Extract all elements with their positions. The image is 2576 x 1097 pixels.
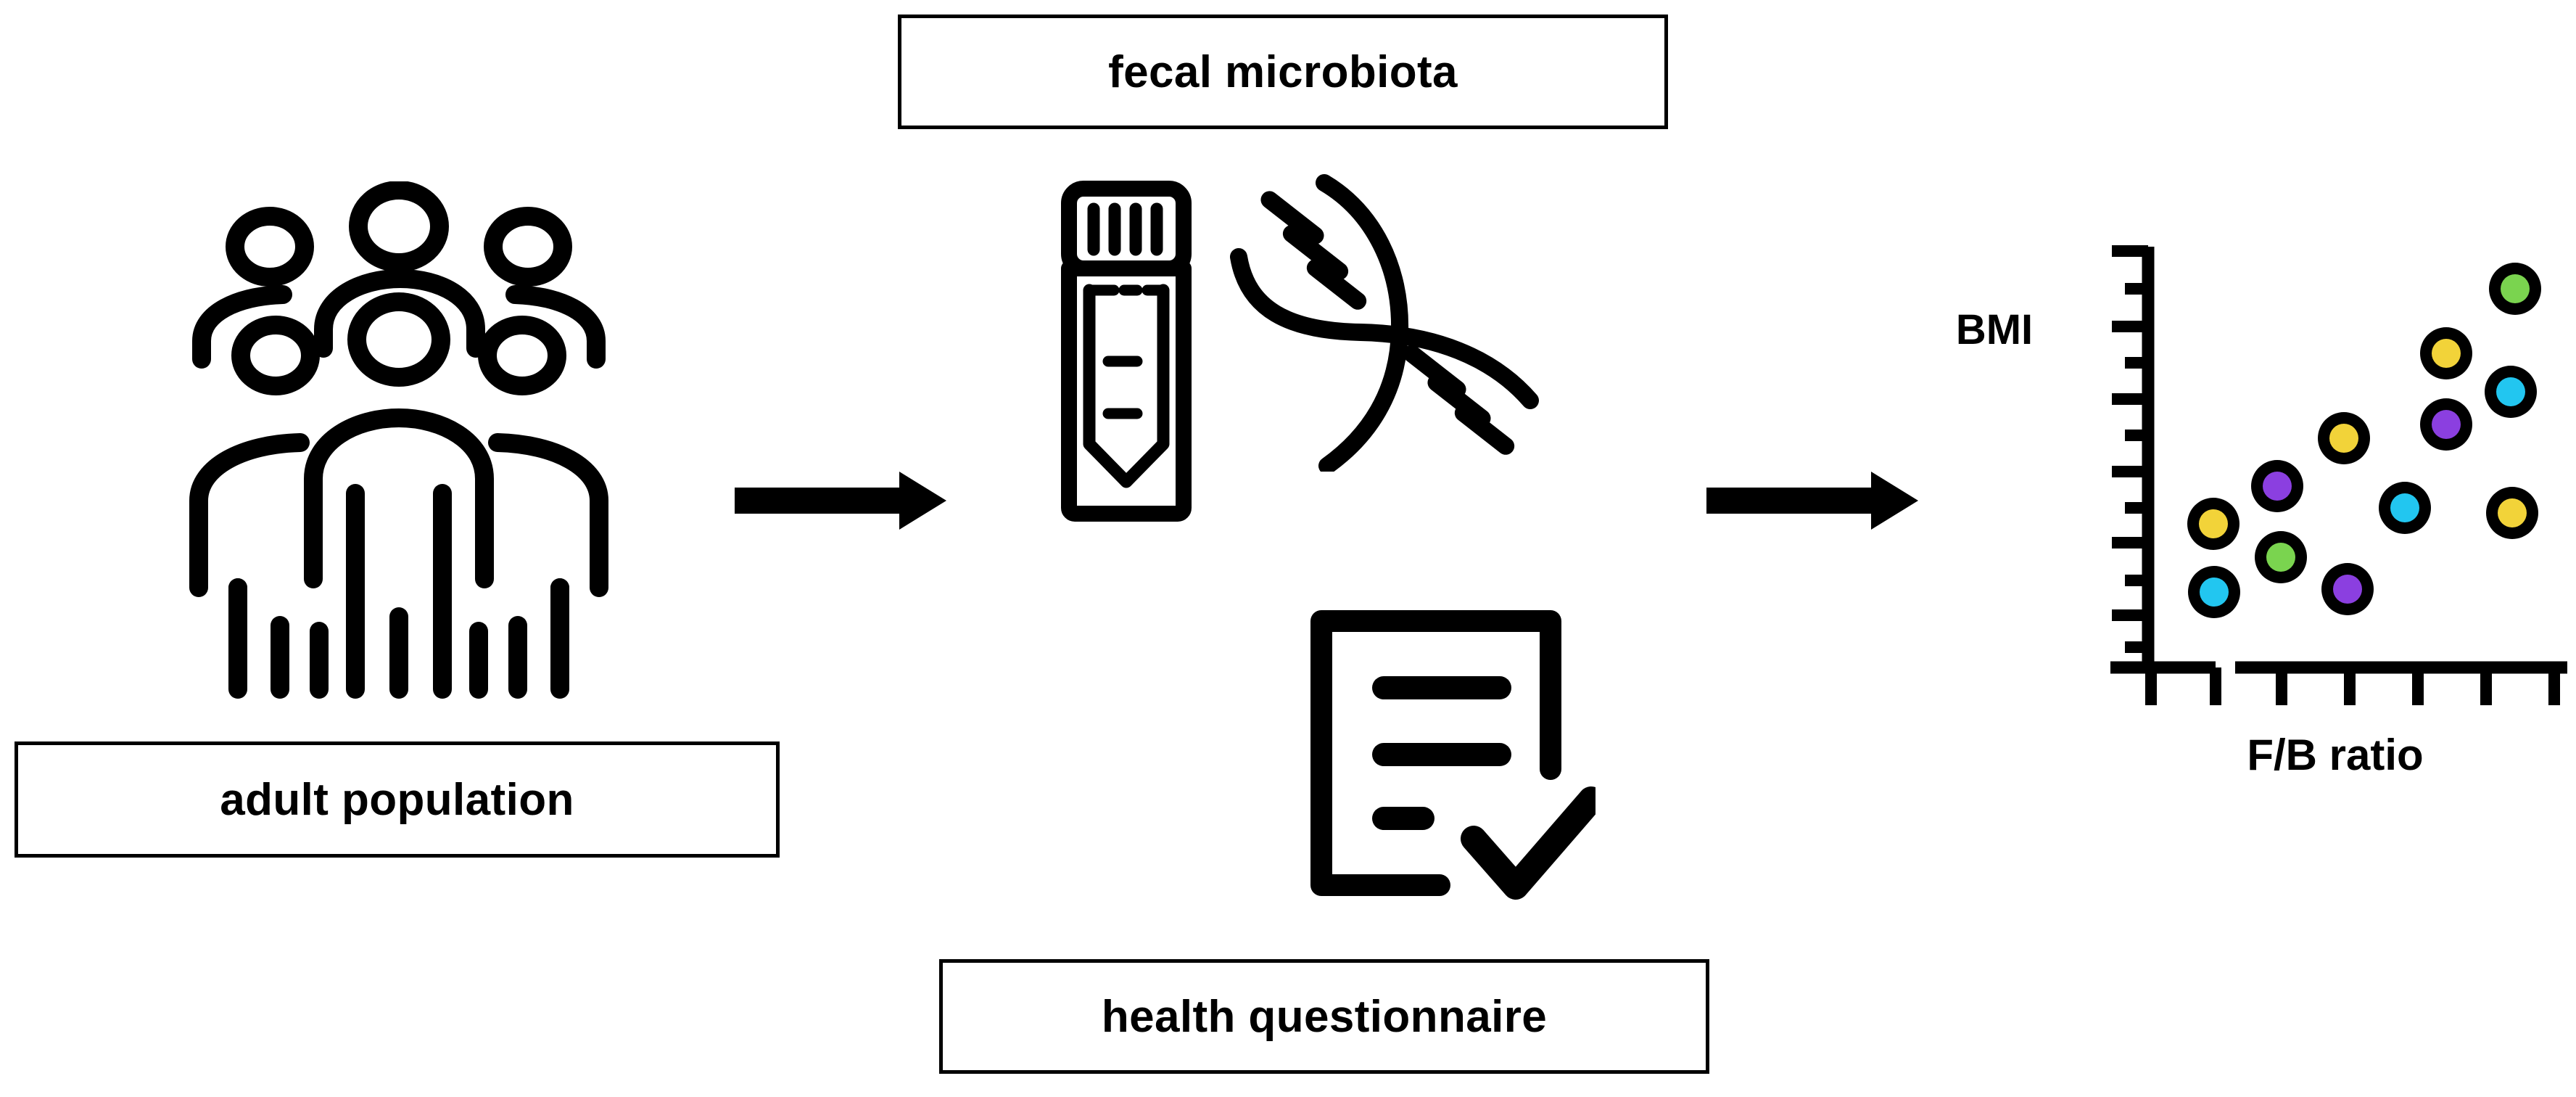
- scatter-point: [2255, 531, 2307, 583]
- scatter-point: [2321, 563, 2374, 615]
- scatter-point: [2485, 366, 2537, 418]
- label-fecal-microbiota-text: fecal microbiota: [1108, 46, 1458, 97]
- scatter-point: [2188, 566, 2240, 618]
- scatter-point: [2251, 460, 2303, 512]
- scatter-point: [2486, 487, 2538, 539]
- scatter-points: [2187, 263, 2541, 618]
- people-group-icon: [181, 181, 616, 704]
- sample-vial-icon: [1044, 174, 1218, 537]
- plot-axes: [2110, 247, 2567, 674]
- scatter-point: [2187, 498, 2239, 550]
- y-axis-label-bmi: BMI: [1915, 303, 2074, 356]
- right-arrow-icon: [718, 450, 957, 551]
- scatter-point: [2379, 482, 2431, 534]
- y-axis-label-bmi-text: BMI: [1955, 305, 2034, 353]
- label-health-questionnaire: health questionnaire: [939, 959, 1709, 1074]
- scatter-point: [2318, 412, 2370, 464]
- label-fecal-microbiota: fecal microbiota: [898, 15, 1668, 129]
- label-adult-population: adult population: [15, 741, 780, 858]
- label-adult-population-text: adult population: [220, 774, 574, 825]
- scatter-point: [2489, 263, 2541, 315]
- x-axis-label-fb-ratio: F/B ratio: [2183, 726, 2488, 784]
- scatter-plot-bmi-vs-fb-ratio: [2067, 218, 2576, 798]
- document-checkmark-icon: [1291, 595, 1604, 900]
- dna-helix-icon: [1218, 167, 1552, 474]
- right-arrow-icon: [1690, 450, 1929, 551]
- y-axis-ticks: [2112, 245, 2148, 653]
- x-axis-label-fb-ratio-text: F/B ratio: [2247, 730, 2424, 779]
- label-health-questionnaire-text: health questionnaire: [1101, 991, 1548, 1042]
- scatter-point: [2420, 327, 2472, 379]
- scatter-point: [2420, 398, 2472, 451]
- x-axis-ticks: [2145, 667, 2560, 705]
